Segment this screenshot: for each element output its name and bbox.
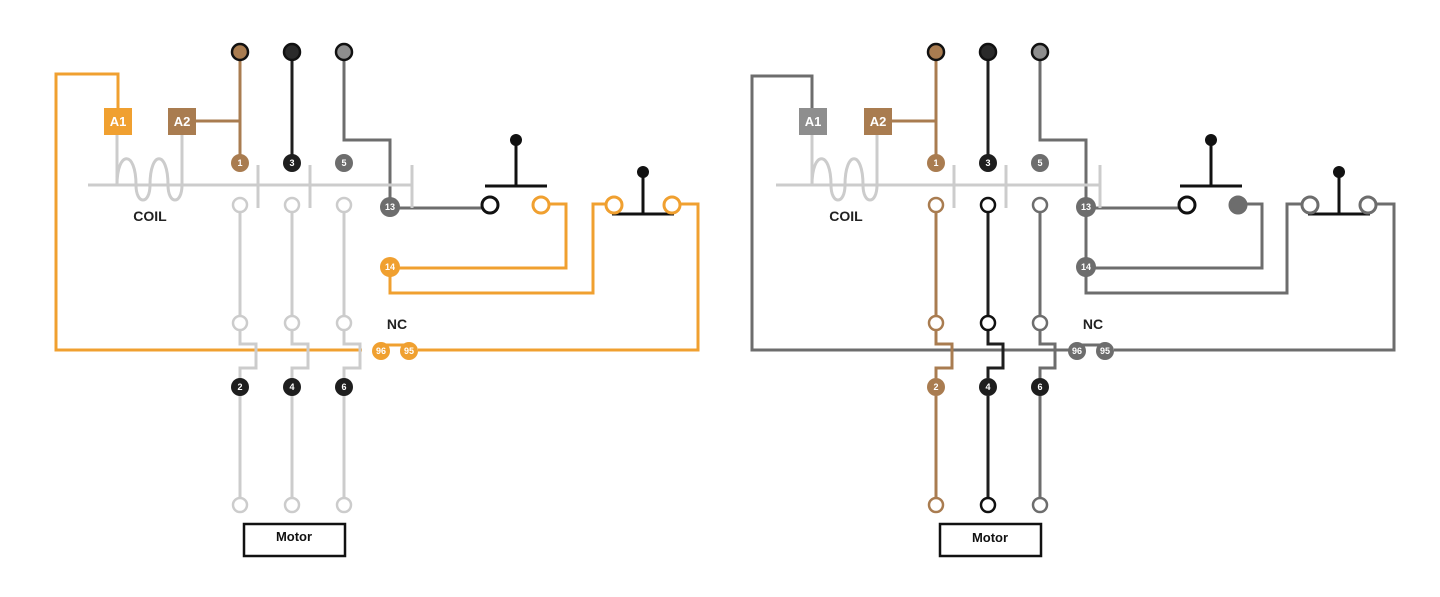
phase1-wire [892, 58, 954, 498]
terminal-3 [283, 154, 301, 172]
terminal-2 [927, 378, 945, 396]
nc-label: NC [387, 316, 407, 332]
terminal-2-label: 2 [933, 382, 938, 392]
terminal-95-label: 95 [404, 346, 414, 356]
terminal-1-label: 1 [933, 158, 938, 168]
terminal-a2-box [864, 108, 892, 135]
coil-label: COIL [133, 208, 167, 224]
terminal-a2-label: A2 [870, 114, 887, 129]
terminal-14-label: 14 [1081, 262, 1091, 272]
diagram-right: A1 A2 1 3 5 13 14 [750, 42, 1396, 558]
terminal-96-label: 96 [376, 346, 386, 356]
terminal-5 [335, 154, 353, 172]
aux-wire [342, 58, 482, 210]
terminal-a2-label: A2 [174, 114, 191, 129]
terminal-14 [1076, 257, 1096, 277]
terminal-5-label: 5 [341, 158, 346, 168]
terminal-2 [231, 378, 249, 396]
a2-supply-wire [194, 58, 242, 162]
terminal-a1-box [799, 108, 827, 135]
terminal-4 [979, 378, 997, 396]
terminal-95-label: 95 [1100, 346, 1110, 356]
terminal-1-label: 1 [237, 158, 242, 168]
motor-box [938, 522, 1043, 558]
terminal-6 [1031, 378, 1049, 396]
terminal-95 [1096, 342, 1114, 360]
terminal-3 [979, 154, 997, 172]
supply-terminal-l3 [1030, 42, 1050, 62]
motor-label: Motor [972, 530, 1008, 545]
terminal-3-label: 3 [985, 158, 990, 168]
terminal-5-label: 5 [1037, 158, 1042, 168]
start-pushbutton [480, 134, 551, 215]
contact-circles [231, 196, 353, 514]
motor-box [242, 522, 347, 558]
terminal-96 [372, 342, 390, 360]
terminal-4-label: 4 [985, 382, 990, 392]
terminal-a2-box [168, 108, 196, 135]
motor-label: Motor [276, 529, 312, 544]
terminal-a1-label: A1 [805, 114, 822, 129]
inactive-lines [88, 135, 414, 498]
terminal-5 [1031, 154, 1049, 172]
start-pushbutton [1177, 134, 1248, 215]
terminal-1 [231, 154, 249, 172]
control-circuit-wires [54, 72, 700, 352]
terminal-96-label: 96 [1072, 346, 1082, 356]
supply-terminal-l3 [334, 42, 354, 62]
contact-circles [927, 196, 1049, 514]
supply-terminal-l1 [230, 42, 250, 62]
terminal-6-label: 6 [341, 382, 346, 392]
terminal-14-label: 14 [385, 262, 395, 272]
terminal-6-label: 6 [1037, 382, 1042, 392]
supply-terminal-l2 [978, 42, 998, 62]
terminal-a1-box [104, 108, 132, 135]
terminal-96 [1068, 342, 1086, 360]
supply-terminal-l1 [926, 42, 946, 62]
terminal-2-label: 2 [237, 382, 242, 392]
coil-icon [115, 157, 184, 202]
terminal-14 [380, 257, 400, 277]
nc-label: NC [1083, 316, 1103, 332]
terminal-13 [380, 197, 400, 217]
terminal-13 [1076, 197, 1096, 217]
terminal-6 [335, 378, 353, 396]
coil-label: COIL [829, 208, 863, 224]
control-circuit-wires [750, 58, 1396, 352]
terminal-95 [400, 342, 418, 360]
terminal-13-label: 13 [1081, 202, 1091, 212]
phase3-wire [1038, 212, 1057, 498]
stop-pushbutton [604, 166, 682, 216]
terminal-1 [927, 154, 945, 172]
diagram-left: A1 A2 1 3 5 13 14 [54, 42, 700, 558]
terminal-4-label: 4 [289, 382, 294, 392]
phase2-wire [986, 58, 1005, 498]
supply-terminal-l2 [282, 42, 302, 62]
coil-icon [810, 157, 879, 202]
terminal-4 [283, 378, 301, 396]
terminal-3-label: 3 [289, 158, 294, 168]
stop-pushbutton [1300, 166, 1378, 216]
terminal-a1-label: A1 [110, 114, 127, 129]
terminal-13-label: 13 [385, 202, 395, 212]
